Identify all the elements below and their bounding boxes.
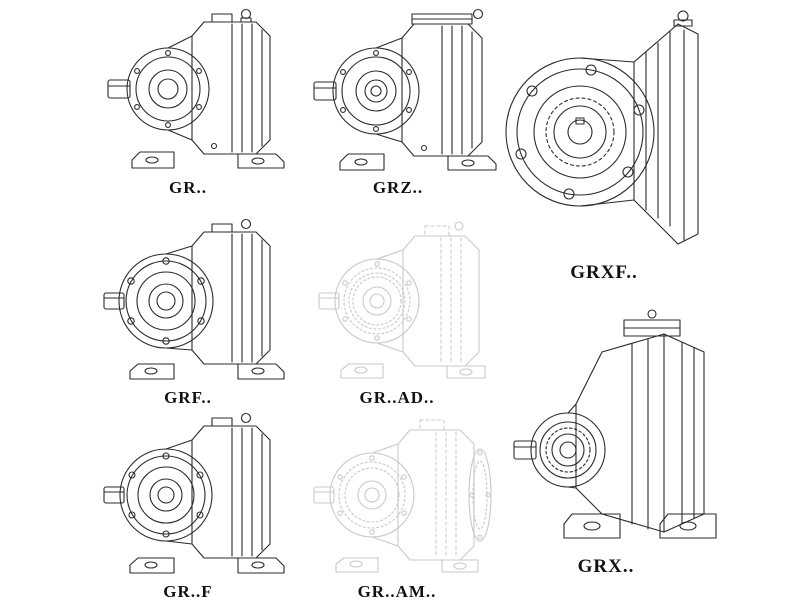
product-figure-gr-ad: GR..AD.. (292, 216, 502, 408)
model-label-gr-f: GR..F (163, 582, 213, 601)
product-figure-gr: GR.. (86, 6, 290, 198)
product-figure-grxf: GRXF.. (486, 4, 722, 284)
grx-gearbox-drawing (513, 309, 717, 539)
gr-f-gearbox-drawing (103, 412, 285, 574)
model-label-gr: GR.. (169, 178, 207, 197)
model-label-gr-am: GR..AM.. (357, 582, 437, 601)
gr-am-gearbox-drawing (313, 419, 492, 573)
product-figure-grx: GRX.. (486, 302, 726, 578)
product-figure-grf: GRF.. (86, 216, 290, 408)
model-label-grx: GRX.. (577, 556, 635, 577)
product-figure-gr-f: GR..F (86, 410, 290, 602)
grf-gearbox-drawing (103, 218, 285, 380)
model-label-grxf: GRXF.. (570, 262, 638, 283)
model-label-grf: GRF.. (164, 388, 212, 407)
model-label-gr-ad: GR..AD.. (359, 388, 435, 407)
grxf-gearbox-drawing (505, 10, 699, 245)
gr-gearbox-drawing (107, 8, 285, 169)
gr-ad-gearbox-drawing (317, 221, 486, 379)
product-figure-grz: GRZ.. (294, 6, 502, 198)
model-label-grz: GRZ.. (372, 178, 424, 197)
grz-gearbox-drawing (313, 8, 497, 171)
product-figure-gr-am: GR..AM.. (292, 410, 502, 602)
